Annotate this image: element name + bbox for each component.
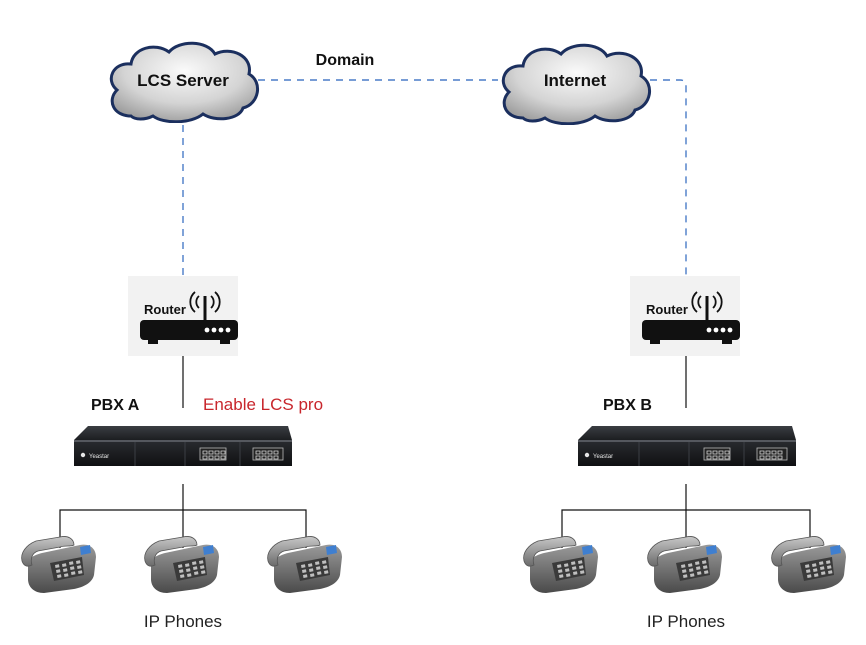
internet-label: Internet xyxy=(544,71,607,90)
ip-phone-icon xyxy=(21,536,97,594)
ip-phone-icon xyxy=(144,536,220,594)
enable-lcs-note: Enable LCS pro xyxy=(203,395,323,414)
link-internet-to-router-b xyxy=(650,79,687,275)
phones-b-label: IP Phones xyxy=(647,612,725,631)
phones-group-a: IP Phones xyxy=(21,536,343,631)
pbx-b: PBX B Yeastar xyxy=(577,397,797,467)
pbx-a: PBX A Enable LCS pro Yeastar xyxy=(73,395,323,467)
dashed-links xyxy=(182,79,687,275)
pbx-a-device-icon xyxy=(73,425,293,467)
solid-wiring xyxy=(59,356,811,548)
phones-group-b: IP Phones xyxy=(523,536,847,631)
router-b-label: Router xyxy=(646,302,688,317)
phone-bus-b xyxy=(561,509,811,548)
internet-cloud: Internet xyxy=(501,43,652,125)
lcs-server-label: LCS Server xyxy=(137,71,229,90)
pbx-a-label: PBX A xyxy=(91,397,140,414)
router-b: Router xyxy=(628,276,742,356)
pbx-a-brand: Yeastar xyxy=(89,454,109,460)
pbx-b-label: PBX B xyxy=(603,397,652,414)
ip-phone-icon xyxy=(523,536,599,594)
lcs-server-cloud: LCS Server xyxy=(109,41,260,123)
domain-label: Domain xyxy=(316,52,375,69)
phone-bus-a xyxy=(59,509,307,548)
ip-phone-icon xyxy=(647,536,723,594)
router-a: Router xyxy=(126,276,240,356)
router-a-label: Router xyxy=(144,302,186,317)
ip-phone-icon xyxy=(267,536,343,594)
ip-phone-icon xyxy=(771,536,847,594)
pbx-b-brand: Yeastar xyxy=(593,454,613,460)
pbx-b-device-icon xyxy=(577,425,797,467)
phones-a-label: IP Phones xyxy=(144,612,222,631)
